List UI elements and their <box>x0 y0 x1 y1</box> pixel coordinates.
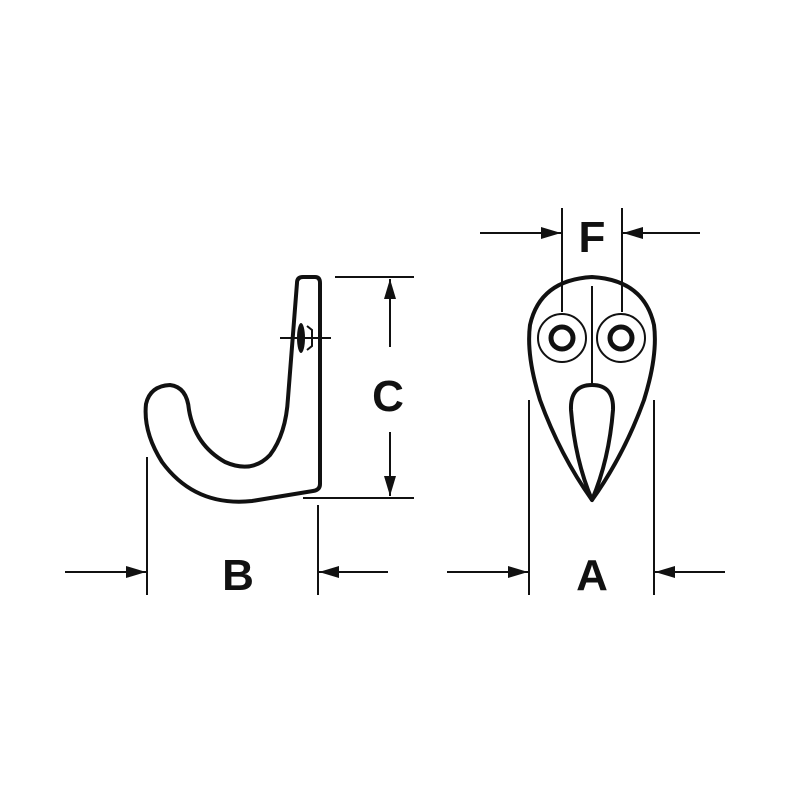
dimension-c: C <box>303 276 414 499</box>
dimension-a: A <box>447 400 725 600</box>
dimension-label-b: B <box>222 551 254 600</box>
dimension-label-c: C <box>372 372 404 421</box>
hook-front-outline <box>527 275 657 502</box>
dimension-b: B <box>65 457 388 600</box>
hook-side-view <box>143 275 331 504</box>
screw-hole-left-icon <box>548 324 576 352</box>
hook-front-view <box>527 275 657 502</box>
screw-hole-right-outer <box>596 313 646 363</box>
screw-hole-right-icon <box>607 324 635 352</box>
hook-tongue <box>568 383 616 502</box>
dimension-f: F <box>480 208 700 312</box>
screw-hole-left-outer <box>537 313 587 363</box>
dimension-label-a: A <box>576 551 608 600</box>
dimension-label-f: F <box>579 213 606 262</box>
hook-side-outline <box>143 275 322 504</box>
